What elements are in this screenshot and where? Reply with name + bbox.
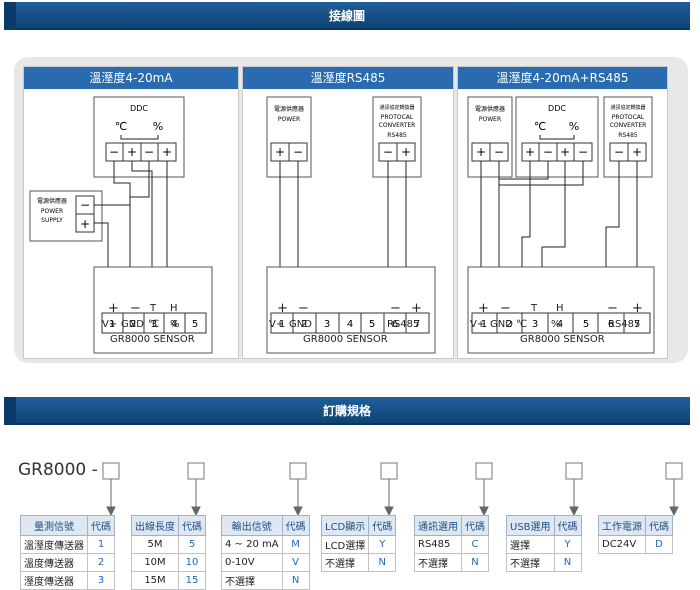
diagram-4-20ma: 溫溼度4-20mA DDC ℃ % −+ −+ 電源供應器 POWER SUPP… xyxy=(23,66,239,359)
svg-text:4: 4 xyxy=(347,319,353,330)
svg-text:+: + xyxy=(162,145,172,159)
d2-sensor-label: GR8000 SENSOR xyxy=(303,334,388,345)
svg-text:通訊協定轉換器: 通訊協定轉換器 xyxy=(379,104,414,111)
svg-text:RS485: RS485 xyxy=(618,132,638,139)
svg-text:+: + xyxy=(560,145,570,159)
svg-text:4: 4 xyxy=(171,319,177,330)
svg-text:7: 7 xyxy=(414,319,420,330)
svg-text:SUPPLY: SUPPLY xyxy=(41,217,63,224)
svg-text:℃: ℃ xyxy=(115,120,127,133)
diagram-rs485: 溫溼度RS485 電源供應器 POWER +− 通訊協定轉換器 PROTOCAL… xyxy=(242,66,454,359)
svg-text:+: + xyxy=(80,217,90,231)
svg-text:+: + xyxy=(525,145,535,159)
svg-text:5: 5 xyxy=(192,319,198,330)
wiring-panel: 溫溼度4-20mA DDC ℃ % −+ −+ 電源供應器 POWER SUPP… xyxy=(14,57,688,363)
svg-text:CONVERTER: CONVERTER xyxy=(379,122,416,129)
diagram-rs485-title: 溫溼度RS485 xyxy=(243,67,453,89)
svg-text:3: 3 xyxy=(324,319,330,330)
svg-text:電源供應器: 電源供應器 xyxy=(475,105,505,113)
svg-text:2: 2 xyxy=(130,319,136,330)
order-section-title: 訂購規格 xyxy=(322,404,371,418)
svg-text:5: 5 xyxy=(369,319,375,330)
svg-text:−: − xyxy=(80,198,90,212)
svg-text:POWER: POWER xyxy=(278,116,300,123)
svg-text:+: + xyxy=(476,145,486,159)
svg-text:−: − xyxy=(494,145,504,159)
svg-text:−: − xyxy=(543,145,553,159)
svg-text:2: 2 xyxy=(301,319,307,330)
diagram-4-20ma-rs485: 溫溼度4-20mA+RS485 電源供應器 POWER +− DDC ℃ % +… xyxy=(457,66,668,359)
svg-text:−: − xyxy=(109,145,119,159)
wiring-section-header: 接線圖 xyxy=(4,2,690,30)
svg-text:%: % xyxy=(153,120,163,133)
svg-text:℃: ℃ xyxy=(534,120,546,133)
svg-text:−: − xyxy=(293,145,303,159)
svg-text:1: 1 xyxy=(109,319,115,330)
svg-text:RS485: RS485 xyxy=(387,132,407,139)
svg-text:電源供應器: 電源供應器 xyxy=(37,197,67,205)
diagram-4-20ma-rs485-drawing: 電源供應器 POWER +− DDC ℃ % +− +− 通訊協定轉換器 PRO… xyxy=(467,96,655,354)
svg-text:DDC: DDC xyxy=(548,104,566,113)
svg-text:+: + xyxy=(275,145,285,159)
svg-text:3: 3 xyxy=(151,319,157,330)
svg-text:+: + xyxy=(127,145,137,159)
svg-text:POWER: POWER xyxy=(479,116,501,123)
d1-sensor-label: GR8000 SENSOR xyxy=(110,334,195,345)
svg-text:7: 7 xyxy=(634,319,640,330)
svg-text:PROTOCAL: PROTOCAL xyxy=(381,114,414,121)
order-code-boxes xyxy=(102,462,683,517)
svg-text:2: 2 xyxy=(506,319,512,330)
svg-text:PROTOCAL: PROTOCAL xyxy=(612,114,645,121)
svg-text:1: 1 xyxy=(279,319,285,330)
svg-text:6: 6 xyxy=(608,319,614,330)
svg-text:5: 5 xyxy=(583,319,589,330)
svg-text:POWER: POWER xyxy=(41,208,63,215)
svg-text:CONVERTER: CONVERTER xyxy=(610,122,647,129)
svg-text:−: − xyxy=(614,145,624,159)
order-section-header: 訂購規格 xyxy=(4,397,690,425)
d3-sensor-label: GR8000 SENSOR xyxy=(520,334,605,345)
svg-text:3: 3 xyxy=(532,319,538,330)
model-code: GR8000 - xyxy=(18,460,98,480)
svg-text:−: − xyxy=(383,145,393,159)
diagram-rs485-drawing: 電源供應器 POWER +− 通訊協定轉換器 PROTOCAL CONVERTE… xyxy=(266,96,436,354)
diagram-4-20ma-drawing: DDC ℃ % −+ −+ 電源供應器 POWER SUPPLY −+ xyxy=(29,96,213,354)
svg-text:4: 4 xyxy=(557,319,563,330)
svg-text:6: 6 xyxy=(392,319,398,330)
svg-text:通訊協定轉換器: 通訊協定轉換器 xyxy=(610,104,645,111)
svg-text:+: + xyxy=(401,145,411,159)
d1-ddc-label: DDC xyxy=(130,104,148,113)
svg-text:1: 1 xyxy=(481,319,487,330)
svg-text:%: % xyxy=(569,120,579,133)
svg-text:−: − xyxy=(578,145,588,159)
diagram-4-20ma-title: 溫溼度4-20mA xyxy=(24,67,238,89)
svg-text:+: + xyxy=(632,145,642,159)
svg-text:−: − xyxy=(144,145,154,159)
diagram-4-20ma-rs485-title: 溫溼度4-20mA+RS485 xyxy=(458,67,667,89)
svg-text:電源供應器: 電源供應器 xyxy=(274,105,304,113)
wiring-section-title: 接線圖 xyxy=(328,9,365,23)
